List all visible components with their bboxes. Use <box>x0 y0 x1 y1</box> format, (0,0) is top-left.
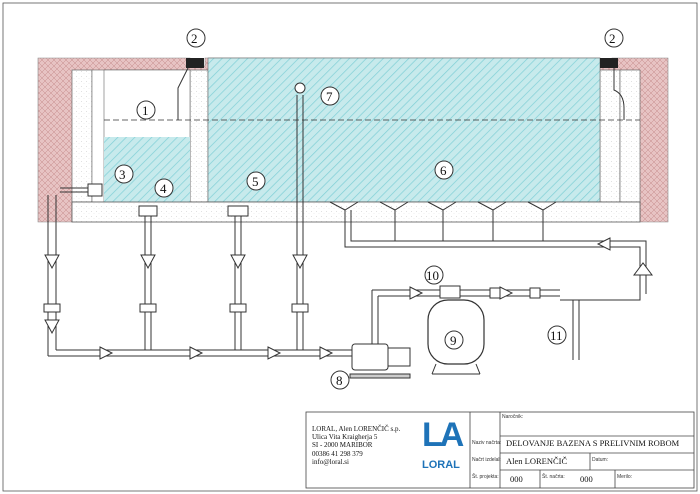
pool-water <box>207 57 601 203</box>
drawing-title: DELOVANJE BAZENA S PRELIVNIM ROBOM <box>506 438 680 448</box>
project-no-label: Št. projekta: <box>472 474 499 480</box>
callout-11: 11 <box>550 328 563 343</box>
callout-10: 10 <box>426 268 439 283</box>
author-label: Načrt izdelal: <box>472 457 501 463</box>
flow-arrows <box>44 237 653 360</box>
title-label: Naziv načrta: <box>472 440 502 446</box>
tank-drain <box>138 205 158 217</box>
overflow-gutter-left <box>186 58 204 68</box>
author-value: Alen LORENČIČ <box>506 456 568 466</box>
company-block: LORAL, Alen LORENČIČ s.p. Ulica Vita Kra… <box>312 425 467 466</box>
overflow-gutter-right <box>600 58 618 68</box>
callout-4: 4 <box>160 181 167 196</box>
tank-wall <box>189 69 209 203</box>
logo-mark: LA <box>422 416 464 454</box>
drawing-no-label: Št. načrta: <box>542 474 565 480</box>
sand-filter <box>427 285 485 375</box>
callout-circles <box>114 28 624 390</box>
pump <box>349 343 411 379</box>
main-drain <box>227 205 249 217</box>
callout-5: 5 <box>252 174 259 189</box>
callout-2-right: 2 <box>609 31 616 46</box>
air-valve <box>294 82 306 94</box>
callout-9: 9 <box>450 333 457 348</box>
project-no-value: 000 <box>510 474 523 484</box>
company-line: LORAL, Alen LORENČIČ s.p. <box>312 425 401 433</box>
valves <box>43 183 541 313</box>
right-wall <box>599 69 621 203</box>
company-line: 00386 41 298 379 <box>312 449 363 458</box>
company-line: Ulica Vita Kraigherja 5 <box>312 433 378 442</box>
callout-2-left: 2 <box>191 31 198 46</box>
company-line: info@loral.si <box>312 457 349 466</box>
callout-3: 3 <box>119 167 126 182</box>
scale-label: Merilo: <box>617 474 633 480</box>
drawing-no-value: 000 <box>580 474 593 484</box>
logo-text: LORAL <box>422 459 460 471</box>
callout-7: 7 <box>326 89 333 104</box>
left-wall <box>71 69 93 203</box>
date-label: Datum: <box>592 457 609 463</box>
callout-6: 6 <box>440 163 447 178</box>
company-line: SI - 2000 MARIBOR <box>312 441 373 450</box>
callout-8: 8 <box>336 373 343 388</box>
client-label: Naročnik: <box>502 414 524 420</box>
callout-1: 1 <box>142 103 149 118</box>
